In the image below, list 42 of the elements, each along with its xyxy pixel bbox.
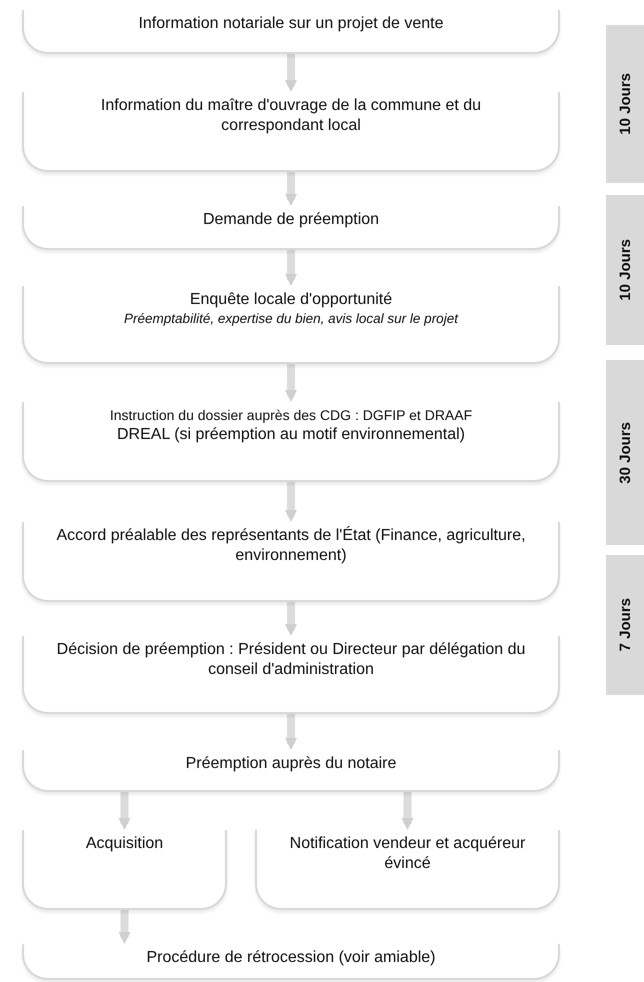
duration-bar bbox=[606, 555, 644, 695]
step-text: Demande de préemption bbox=[202, 210, 380, 230]
process-box bbox=[22, 286, 560, 364]
arrow bbox=[285, 602, 297, 636]
process-box bbox=[22, 206, 560, 250]
step-text: Préemption auprès du notaire bbox=[186, 754, 396, 774]
process-box bbox=[22, 830, 227, 910]
process-box bbox=[22, 92, 560, 172]
process-box bbox=[22, 522, 560, 602]
arrow bbox=[285, 482, 297, 522]
step-text: Acquisition bbox=[86, 834, 164, 854]
step-text: Préemptabilité, expertise du bien, avis local sur le projet bbox=[124, 310, 458, 328]
duration-label: 30 Jours bbox=[616, 422, 634, 484]
step-text: DREAL (si préemption au motif environnemental) bbox=[116, 425, 465, 445]
step-text: Accord préalable des représentants de l'État (Finance, agriculture, environnement) bbox=[55, 526, 527, 566]
duration-label: 10 Jours bbox=[616, 239, 634, 301]
process-box bbox=[22, 944, 560, 980]
arrow bbox=[402, 792, 414, 830]
process-box bbox=[255, 830, 560, 910]
step-text: Décision de préemption : Président ou Directeur par délégation du conseil d'administration bbox=[56, 640, 526, 680]
arrow bbox=[118, 792, 130, 830]
duration-bar bbox=[606, 360, 644, 545]
step-text: Information du maître d'ouvrage de la commune et du correspondant local bbox=[100, 96, 482, 136]
duration-label: 7 Jours bbox=[616, 598, 634, 652]
arrow bbox=[285, 54, 297, 92]
arrow bbox=[285, 364, 297, 402]
step-text: Instruction du dossier auprès des CDG : DGFIP et DRAAF bbox=[110, 406, 472, 425]
arrow bbox=[285, 714, 297, 750]
arrow bbox=[118, 910, 130, 944]
duration-bar bbox=[606, 195, 644, 345]
step-text: Notification vendeur et acquéreur évincé bbox=[288, 834, 526, 874]
duration-label: 10 Jours bbox=[616, 73, 634, 135]
process-box bbox=[22, 750, 560, 792]
arrow bbox=[285, 250, 297, 286]
process-box bbox=[22, 636, 560, 714]
step-text: Information notariale sur un projet de vente bbox=[138, 14, 444, 34]
process-box bbox=[22, 402, 560, 482]
step-text: Procédure de rétrocession (voir amiable) bbox=[146, 948, 436, 968]
arrow bbox=[285, 172, 297, 206]
step-text: Enquête locale d'opportunité bbox=[190, 290, 392, 310]
duration-bar bbox=[606, 25, 644, 183]
process-box bbox=[22, 10, 560, 54]
